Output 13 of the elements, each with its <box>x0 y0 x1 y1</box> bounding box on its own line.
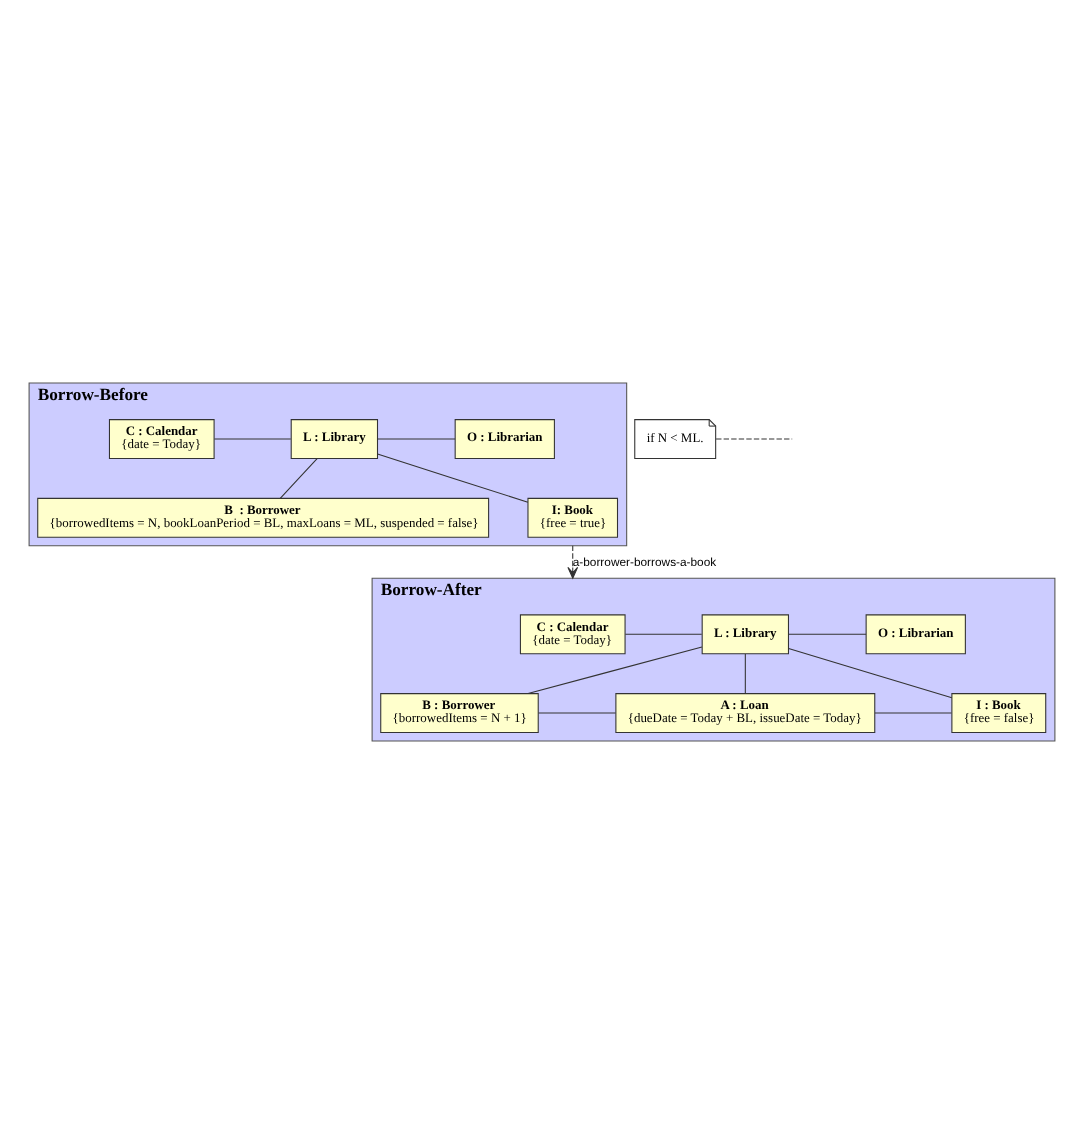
connector <box>537 712 617 714</box>
connector <box>527 646 703 695</box>
connector <box>715 438 793 440</box>
connector <box>788 647 953 699</box>
connector <box>213 438 292 440</box>
connector <box>377 453 529 503</box>
connector <box>788 633 867 635</box>
arrow <box>567 545 579 579</box>
connector <box>377 438 456 440</box>
connector <box>624 633 703 635</box>
connector <box>744 653 746 695</box>
connector <box>279 458 318 499</box>
connector <box>874 712 952 714</box>
